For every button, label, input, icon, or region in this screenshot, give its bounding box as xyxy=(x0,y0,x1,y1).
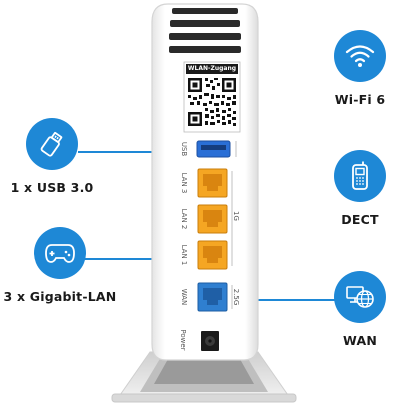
feature-lan: 3 x Gigabit-LAN xyxy=(0,227,130,304)
wan-port-label: WAN xyxy=(180,288,188,306)
usb-port-label: USB xyxy=(180,141,188,157)
wan-speed-label: 2.5G xyxy=(232,288,240,306)
usb-port[interactable] xyxy=(196,140,231,158)
usb-feature-badge xyxy=(26,118,78,170)
qr-header-label: WLAN-Zugang xyxy=(187,65,237,72)
ventilation-slots xyxy=(169,8,241,53)
gamepad-icon xyxy=(45,244,75,263)
lan1-port-label: LAN 1 xyxy=(180,244,188,266)
wifi-feature-label: Wi-Fi 6 xyxy=(334,92,386,107)
wan-connector-line xyxy=(256,299,336,301)
feature-wifi: Wi-Fi 6 xyxy=(315,30,405,107)
power-socket[interactable] xyxy=(201,331,219,351)
lan-port-3[interactable] xyxy=(197,168,228,198)
lan-port-2[interactable] xyxy=(197,204,228,234)
usb-feature-label: 1 x USB 3.0 xyxy=(10,180,94,195)
dect-feature-label: DECT xyxy=(341,212,379,227)
lan2-port-label: LAN 2 xyxy=(180,208,188,230)
qr-code-icon xyxy=(188,78,236,126)
wan-feature-badge xyxy=(334,271,386,323)
lan-feature-label: 3 x Gigabit-LAN xyxy=(3,289,117,304)
globe-network-icon xyxy=(346,286,374,308)
dect-feature-badge xyxy=(334,150,386,202)
wan-port[interactable] xyxy=(197,282,228,312)
feature-usb: 1 x USB 3.0 xyxy=(10,118,122,195)
lan-feature-badge xyxy=(34,227,86,279)
wan-feature-label: WAN xyxy=(343,333,377,348)
wifi-icon xyxy=(345,45,375,67)
wifi-feature-badge xyxy=(334,30,386,82)
lan-speed-label: 1G xyxy=(232,211,240,221)
feature-dect: DECT xyxy=(315,150,405,227)
usb-stick-icon xyxy=(40,131,63,157)
power-port-label: Power xyxy=(179,329,187,351)
usb-connector-line xyxy=(78,151,182,153)
feature-wan: WAN xyxy=(315,271,405,348)
cordless-phone-icon xyxy=(352,161,368,190)
lan3-port-label: LAN 3 xyxy=(180,172,188,194)
lan-connector-line xyxy=(78,258,182,260)
lan-port-1[interactable] xyxy=(197,240,228,270)
